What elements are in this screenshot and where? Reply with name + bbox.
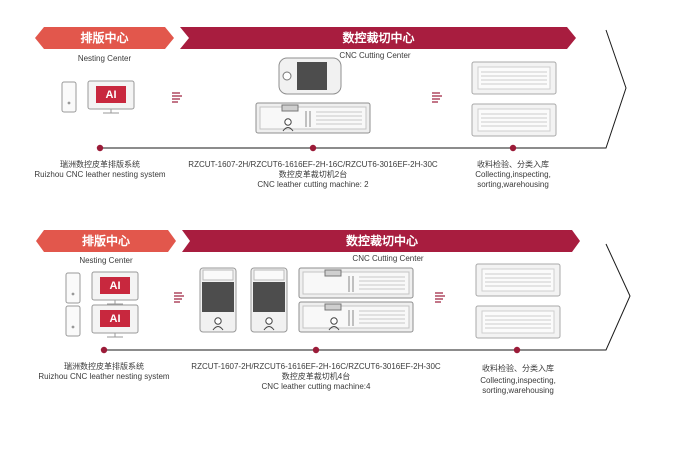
panel-1-cutting-banner	[180, 27, 576, 49]
panel-2-collect-en-1: Collecting,inspecting,	[480, 376, 556, 385]
panel-2-nesting-cn: 瑞洲数控皮革排版系统	[64, 362, 144, 371]
panel-1-ai-label: AI	[105, 89, 117, 101]
panel-1-rack-2	[471, 103, 557, 137]
panel-2-cutter-long-2	[298, 301, 414, 333]
panel-2-nesting-banner	[36, 230, 176, 252]
panel-2-frame	[104, 243, 631, 351]
panel-1-flow-arrow-1	[171, 92, 183, 103]
panel-1-dot-collect	[509, 144, 517, 152]
panel-1-collect-en-1: Collecting,inspecting,	[475, 170, 551, 179]
panel-1-cutter-top	[278, 57, 342, 95]
panel-2-cutting-title: 数控裁切中心	[345, 234, 418, 248]
panel-2-collect-cn: 收料检验、分类入库	[482, 364, 554, 373]
panel-2-ai-label-2: AI	[109, 313, 121, 325]
panel-1-machine-cn: 数控皮革裁切机2台	[278, 170, 348, 179]
panel-2-rack-2	[475, 305, 561, 339]
panel-1-dot-cutting	[309, 144, 317, 152]
panel-1-nesting-banner	[35, 27, 174, 49]
panel-2	[36, 230, 631, 354]
panel-1-dot-nesting	[96, 144, 104, 152]
panel-1-machine-en: CNC leather cutting machine: 2	[257, 180, 369, 189]
panel-2-dot-cutting	[312, 346, 320, 354]
panel-1-collect-cn: 收料检验、分类入库	[477, 160, 549, 169]
panel-2-cutter-long-1	[298, 267, 414, 299]
panel-1	[35, 27, 627, 152]
panel-1-nesting-cn: 瑞洲数控皮革排版系统	[60, 160, 140, 169]
panel-2-ai-label-1: AI	[109, 280, 121, 292]
panel-1-cutting-title: 数控裁切中心	[342, 31, 415, 45]
panel-2-nesting-subtitle: Nesting Center	[79, 256, 133, 265]
panel-2-dot-nesting	[100, 346, 108, 354]
panel-2-nesting-en: Ruizhou CNC leather nesting system	[38, 372, 170, 381]
panel-1-cutting-subtitle: CNC Cutting Center	[339, 51, 411, 60]
panel-2-nesting-title: 排版中心	[81, 234, 130, 248]
panel-1-frame	[100, 29, 627, 149]
panel-2-dot-collect	[513, 346, 521, 354]
panel-2-collect-en-2: sorting,warehousing	[482, 386, 554, 395]
panel-1-nesting-en: Ruizhou CNC leather nesting system	[34, 170, 166, 179]
panel-2-cutting-banner	[182, 230, 580, 252]
panel-1-nesting-title: 排版中心	[80, 31, 129, 45]
panel-2-machine-cn: 数控皮革裁切机4台	[281, 372, 351, 381]
panel-2-rack-1	[475, 263, 561, 297]
panel-2-models: RZCUT-1607-2H/RZCUT6-1616EF-2H-16C/RZCUT…	[191, 362, 441, 371]
panel-1-flow-arrow-2	[431, 92, 443, 103]
panel-2-flow-arrow-2	[434, 292, 446, 303]
panel-1-collect-en-2: sorting,warehousing	[477, 180, 549, 189]
panel-1-models: RZCUT-1607-2H/RZCUT6-1616EF-2H-16C/RZCUT…	[188, 160, 438, 169]
panel-1-cutter-bottom	[255, 102, 371, 134]
panel-2-machine-en: CNC leather cutting machine:4	[261, 382, 371, 391]
panel-1-nesting-subtitle: Nesting Center	[77, 54, 132, 63]
panel-2-flow-arrow-1	[173, 292, 185, 303]
panel-2-cutting-subtitle: CNC Cutting Center	[352, 254, 424, 263]
panel-1-rack-1	[471, 61, 557, 95]
